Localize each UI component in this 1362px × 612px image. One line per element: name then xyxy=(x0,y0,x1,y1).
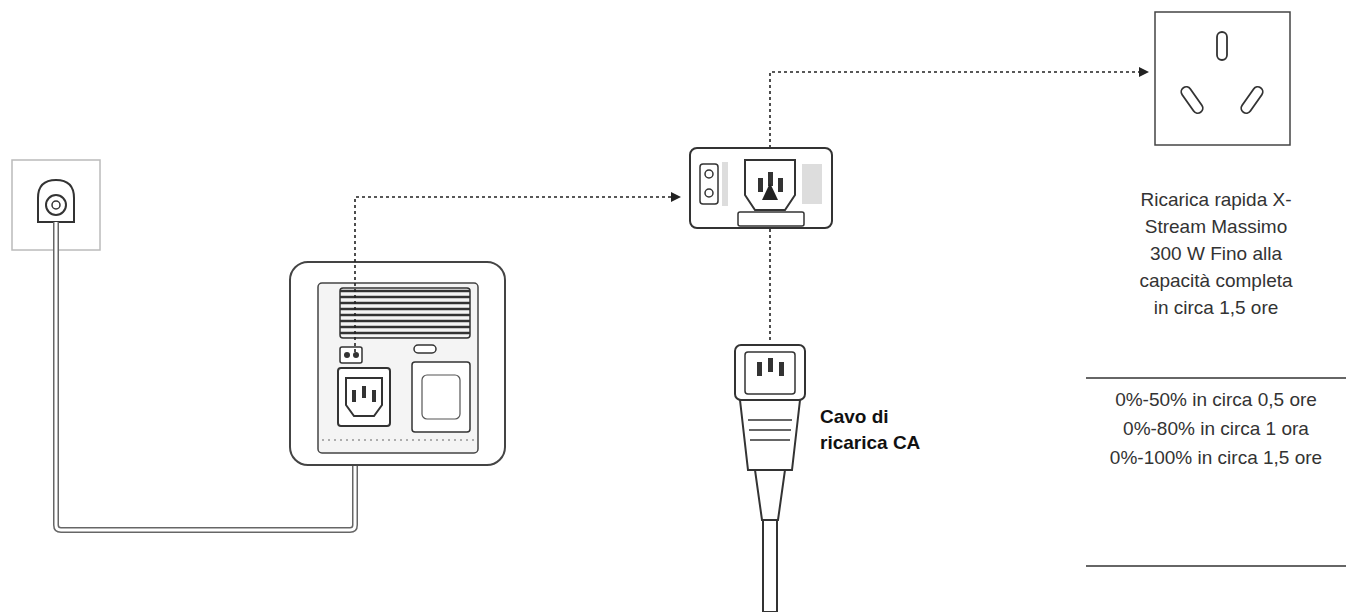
wall-outlet xyxy=(1155,12,1290,145)
spec-text: 0%-50% in circa 0,5 ore xyxy=(1096,386,1336,413)
ac-plug xyxy=(735,345,805,612)
dotted-arrow xyxy=(355,72,1148,352)
spec-text: 0%-80% in circa 1 ora xyxy=(1086,415,1346,442)
separator xyxy=(1086,377,1346,379)
cable-label: Cavo di ricarica CA xyxy=(820,404,960,456)
spec-text: Ricarica rapida X-Stream Massimo 300 W F… xyxy=(1130,186,1302,321)
power-station xyxy=(290,262,505,465)
separator xyxy=(1086,565,1346,567)
spec-text: 0%-100% in circa 1,5 ore xyxy=(1096,444,1336,471)
ac-input-panel xyxy=(690,148,832,228)
